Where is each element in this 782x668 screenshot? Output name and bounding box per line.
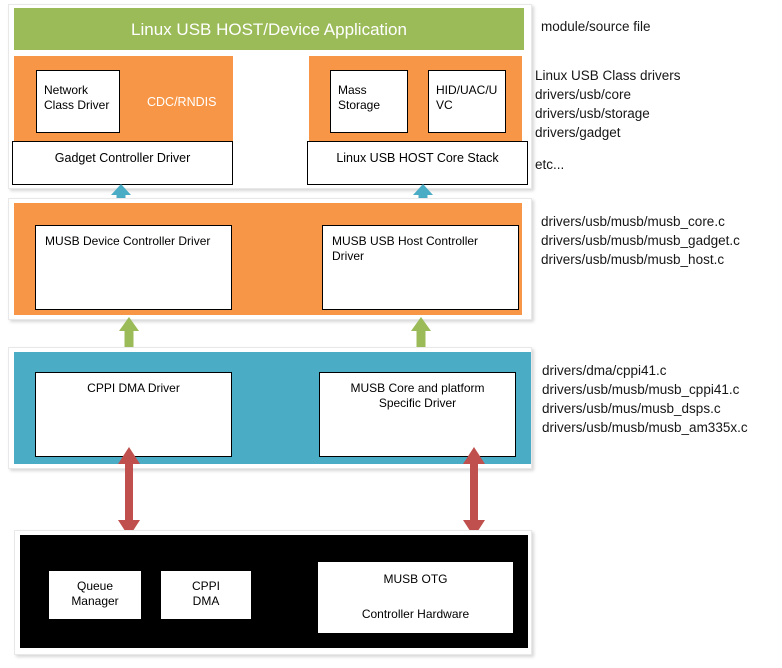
musb-host-controller-driver-box: MUSB USB Host Controller Driver [322,225,519,310]
musb-core-platform-driver-label: MUSB Core and platform Specific Driver [350,381,485,411]
host-core-stack-box: Linux USB HOST Core Stack [307,141,528,185]
dma-to-hardware-right-arrow [463,447,485,537]
musb-core-platform-driver-box: MUSB Core and platform Specific Driver [319,372,516,457]
cdc-rndis-label: CDC/RNDIS [147,95,217,109]
application-band-label: Linux USB HOST/Device Application [131,20,407,39]
musb-device-controller-driver-label: MUSB Device Controller Driver [45,234,211,248]
note-musb-sources: drivers/usb/musb/musb_core.c drivers/usb… [541,214,740,268]
musb-otg-controller-hardware-label: MUSB OTG Controller Hardware [361,572,470,621]
cppi-dma-hw-box: CPPI DMA [160,570,252,620]
hid-uac-uvc-box: HID/UAC/U VC [428,70,506,133]
note-etc: etc... [535,157,565,172]
musb-otg-controller-hardware-box: MUSB OTG Controller Hardware [317,561,514,634]
application-band: Linux USB HOST/Device Application [14,8,524,50]
mass-storage-label: Mass Storage [338,83,381,113]
note-class-driver-sources: Linux USB Class drivers drivers/usb/core… [535,68,681,141]
network-class-driver-box: Network Class Driver [36,70,120,133]
gadget-controller-driver-box: Gadget Controller Driver [12,141,233,185]
gadget-controller-driver-label: Gadget Controller Driver [54,151,191,165]
mass-storage-box: Mass Storage [330,70,408,133]
hid-uac-uvc-label: HID/UAC/U VC [436,83,498,113]
cppi-dma-driver-box: CPPI DMA Driver [35,372,232,457]
queue-manager-label: Queue Manager [71,579,119,609]
musb-host-controller-driver-label: MUSB USB Host Controller Driver [332,234,479,264]
dma-to-hardware-left-arrow [118,447,140,537]
musb-device-controller-driver-box: MUSB Device Controller Driver [35,225,232,310]
network-class-driver-label: Network Class Driver [44,83,110,113]
note-dma-sources: drivers/dma/cppi41.c drivers/usb/musb/mu… [542,363,748,436]
cppi-dma-driver-label: CPPI DMA Driver [87,381,180,395]
note-module-source-file: module/source file [541,19,651,34]
host-core-stack-label: Linux USB HOST Core Stack [336,151,499,165]
cppi-dma-hw-label: CPPI DMA [191,579,220,609]
queue-manager-box: Queue Manager [48,570,142,620]
